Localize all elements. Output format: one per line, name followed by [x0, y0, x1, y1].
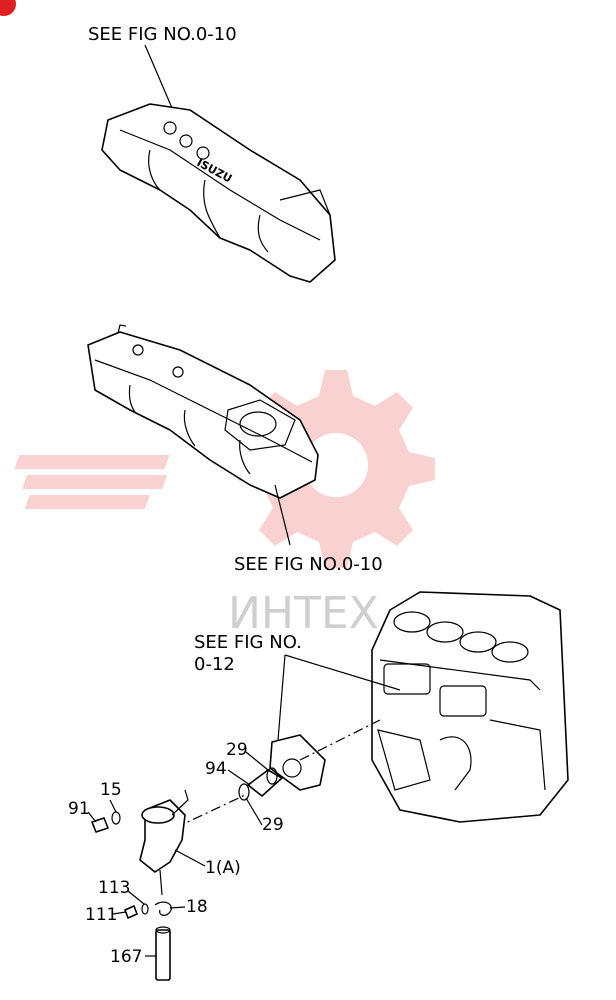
- leader-1a: [174, 849, 206, 867]
- pipe-167-part: [155, 926, 171, 981]
- watermark-text: ИНТЕХ: [228, 588, 379, 639]
- upper-cover-part: ISUZU: [101, 103, 336, 283]
- leader-top-ref: [144, 44, 173, 109]
- ref-top-label: SEE FIG NO.0-10: [88, 24, 237, 45]
- callout-167: 167: [110, 947, 142, 967]
- callout-15: 15: [100, 780, 122, 800]
- callout-29-upper: 29: [226, 740, 248, 760]
- callout-18: 18: [186, 897, 208, 917]
- ref-engine-label-line1: SEE FIG NO.: [194, 632, 302, 653]
- centerline-hose: [174, 794, 246, 829]
- callout-113: 113: [98, 878, 130, 898]
- leader-engine-ref-a: [284, 654, 401, 691]
- ref-engine-label-line2: 0-12: [194, 654, 235, 675]
- oil-filler-part: [139, 789, 189, 896]
- leader-94: [227, 769, 251, 786]
- hose-fitting-part: [238, 767, 283, 801]
- callout-94: 94: [205, 759, 227, 779]
- leader-111: [112, 911, 127, 915]
- corner-badge: [0, 0, 16, 16]
- leader-middle-ref: [274, 484, 291, 546]
- engine-block-part: [371, 591, 569, 823]
- leader-18: [169, 906, 186, 909]
- callout-91: 91: [68, 799, 90, 819]
- callout-29-lower: 29: [262, 815, 284, 835]
- bolt-111-part: [124, 905, 138, 919]
- leader-15: [109, 799, 117, 813]
- ref-middle-label: SEE FIG NO.0-10: [234, 554, 383, 575]
- washer-15-part: [111, 811, 121, 825]
- callout-1a: 1(A): [205, 858, 241, 878]
- leader-113: [127, 890, 145, 905]
- leader-engine-ref-b: [277, 654, 286, 741]
- leader-29-upper: [245, 751, 269, 771]
- lower-cover-part: [87, 324, 319, 499]
- callout-111: 111: [85, 905, 117, 925]
- leader-91: [87, 811, 97, 823]
- washer-113-part: [141, 903, 149, 915]
- clip-18-part: [154, 901, 172, 916]
- centerline-engine: [299, 719, 381, 761]
- leader-29-lower: [245, 797, 263, 826]
